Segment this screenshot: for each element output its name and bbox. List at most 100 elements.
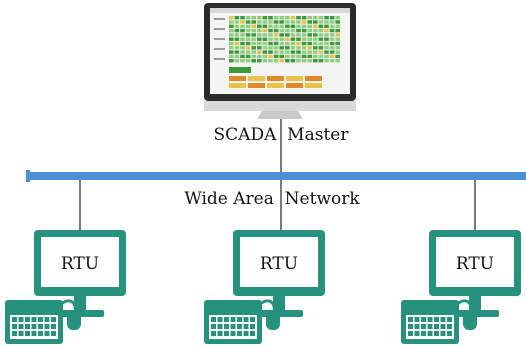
screen-row-label [214,28,225,30]
screen-grid-cell [279,54,284,59]
screen-grid-cell [285,54,290,59]
screen-alarm-block [267,83,284,88]
screen-grid-cell [279,37,284,41]
screen-grid-cell [296,54,301,59]
keyboard-key [440,331,446,336]
keyboard-key [434,331,439,336]
screen-grid-cell [313,16,318,20]
keyboard-key [434,317,439,322]
keyboard-key [224,317,229,322]
rtu-monitor-neck [74,296,86,310]
screen-grid-cell [273,28,279,33]
screen-grid-cell [245,28,251,33]
screen-grid-cell [318,41,324,46]
screen-grid-cell [301,54,307,59]
screen-grid-cell [301,28,307,33]
screen-grid-cell [273,16,279,20]
keyboard-key [230,331,236,336]
screen-grid-cell [307,33,312,37]
screen-grid-cell [240,50,245,54]
screen-grid-cell [251,37,256,41]
screen-grid-cell [268,28,273,33]
keyboard-key [38,331,43,336]
screen-grid-cell [229,24,234,28]
screen-grid-cell [324,59,329,63]
screen-grid-cell [329,33,335,37]
rtu-monitor-neck [273,296,285,310]
keyboard-key [414,331,420,336]
screen-grid-cell [257,33,262,37]
screen-grid-cell [273,59,279,63]
screen-grid-cell [290,24,296,28]
screen-grid-cell [251,41,256,46]
screen-grid-cell [234,37,240,41]
screen-grid-cell [240,54,245,59]
monitor-chin [204,101,356,111]
screen-grid-cell [268,20,273,24]
screen-grid-cell [307,59,312,63]
rtu-label: RTU [456,254,494,274]
screen-grid-cell [290,16,296,20]
screen-alarm-blocks [229,76,322,88]
screen-grid-cell [245,46,251,50]
screen-grid-cell [301,37,307,41]
screen-grid-cell [262,59,268,63]
keyboard-key [447,324,452,329]
screen-grid-cell [301,46,307,50]
screen-grid-cell [262,54,268,59]
screen-grid-cell [285,28,290,33]
screen-grid-cell [313,24,318,28]
screen-grid-cell [273,41,279,46]
screen-grid-cell [307,28,312,33]
screen-grid-cell [324,54,329,59]
screen-green-tab [229,67,251,73]
screen-grid-cell [324,24,329,28]
screen-grid-cell [240,24,245,28]
screen-grid-cell [307,54,312,59]
screen-grid-cell [324,46,329,50]
keyboard-key [51,331,56,336]
screen-grid-cell [229,54,234,59]
screen-grid-cell [268,37,273,41]
screen-grid-cell [262,16,268,20]
screen-alarm-block [248,76,265,81]
screen-grid-cell [257,50,262,54]
screen-grid-cell [273,33,279,37]
screen-grid-cell [245,37,251,41]
screen-grid-cell [301,16,307,20]
screen-grid-cell [240,41,245,46]
screen-grid-cell [329,28,335,33]
screen-grid-cell [285,20,290,24]
screen-grid-cell [324,20,329,24]
keyboard-key [243,324,249,329]
screen-grid-cell [318,46,324,50]
screen-grid-cell [262,24,268,28]
screen-grid-cell [268,24,273,28]
screen-grid-cell [251,20,256,24]
screen-grid-cell [296,16,301,20]
screen-grid-cell [329,41,335,46]
keyboard-key [25,324,30,329]
screen-grid-cell [318,16,324,20]
screen-grid-cell [245,33,251,37]
rtu-monitor-screen [436,237,514,287]
keyboard-key [18,324,24,329]
screen-grid-cell [234,33,240,37]
screen-grid-cell [307,24,312,28]
screen-grid-cell [257,24,262,28]
screen-grid-cell [301,24,307,28]
rtu-3-keyboard [401,299,477,344]
screen-grid-cell [229,50,234,54]
keyboard-key [237,317,242,322]
keyboard-key [414,317,420,322]
keyboard-key [38,317,43,322]
screen-grid-cell [335,59,340,63]
keyboard-key [224,324,229,329]
keyboard-key [217,324,223,329]
screen-grid-cell [307,41,312,46]
screen-grid-cell [240,37,245,41]
screen-grid-cell [285,50,290,54]
screen-grid-cell [335,20,340,24]
screen-grid-cell [262,28,268,33]
screen-grid-cell [290,59,296,63]
